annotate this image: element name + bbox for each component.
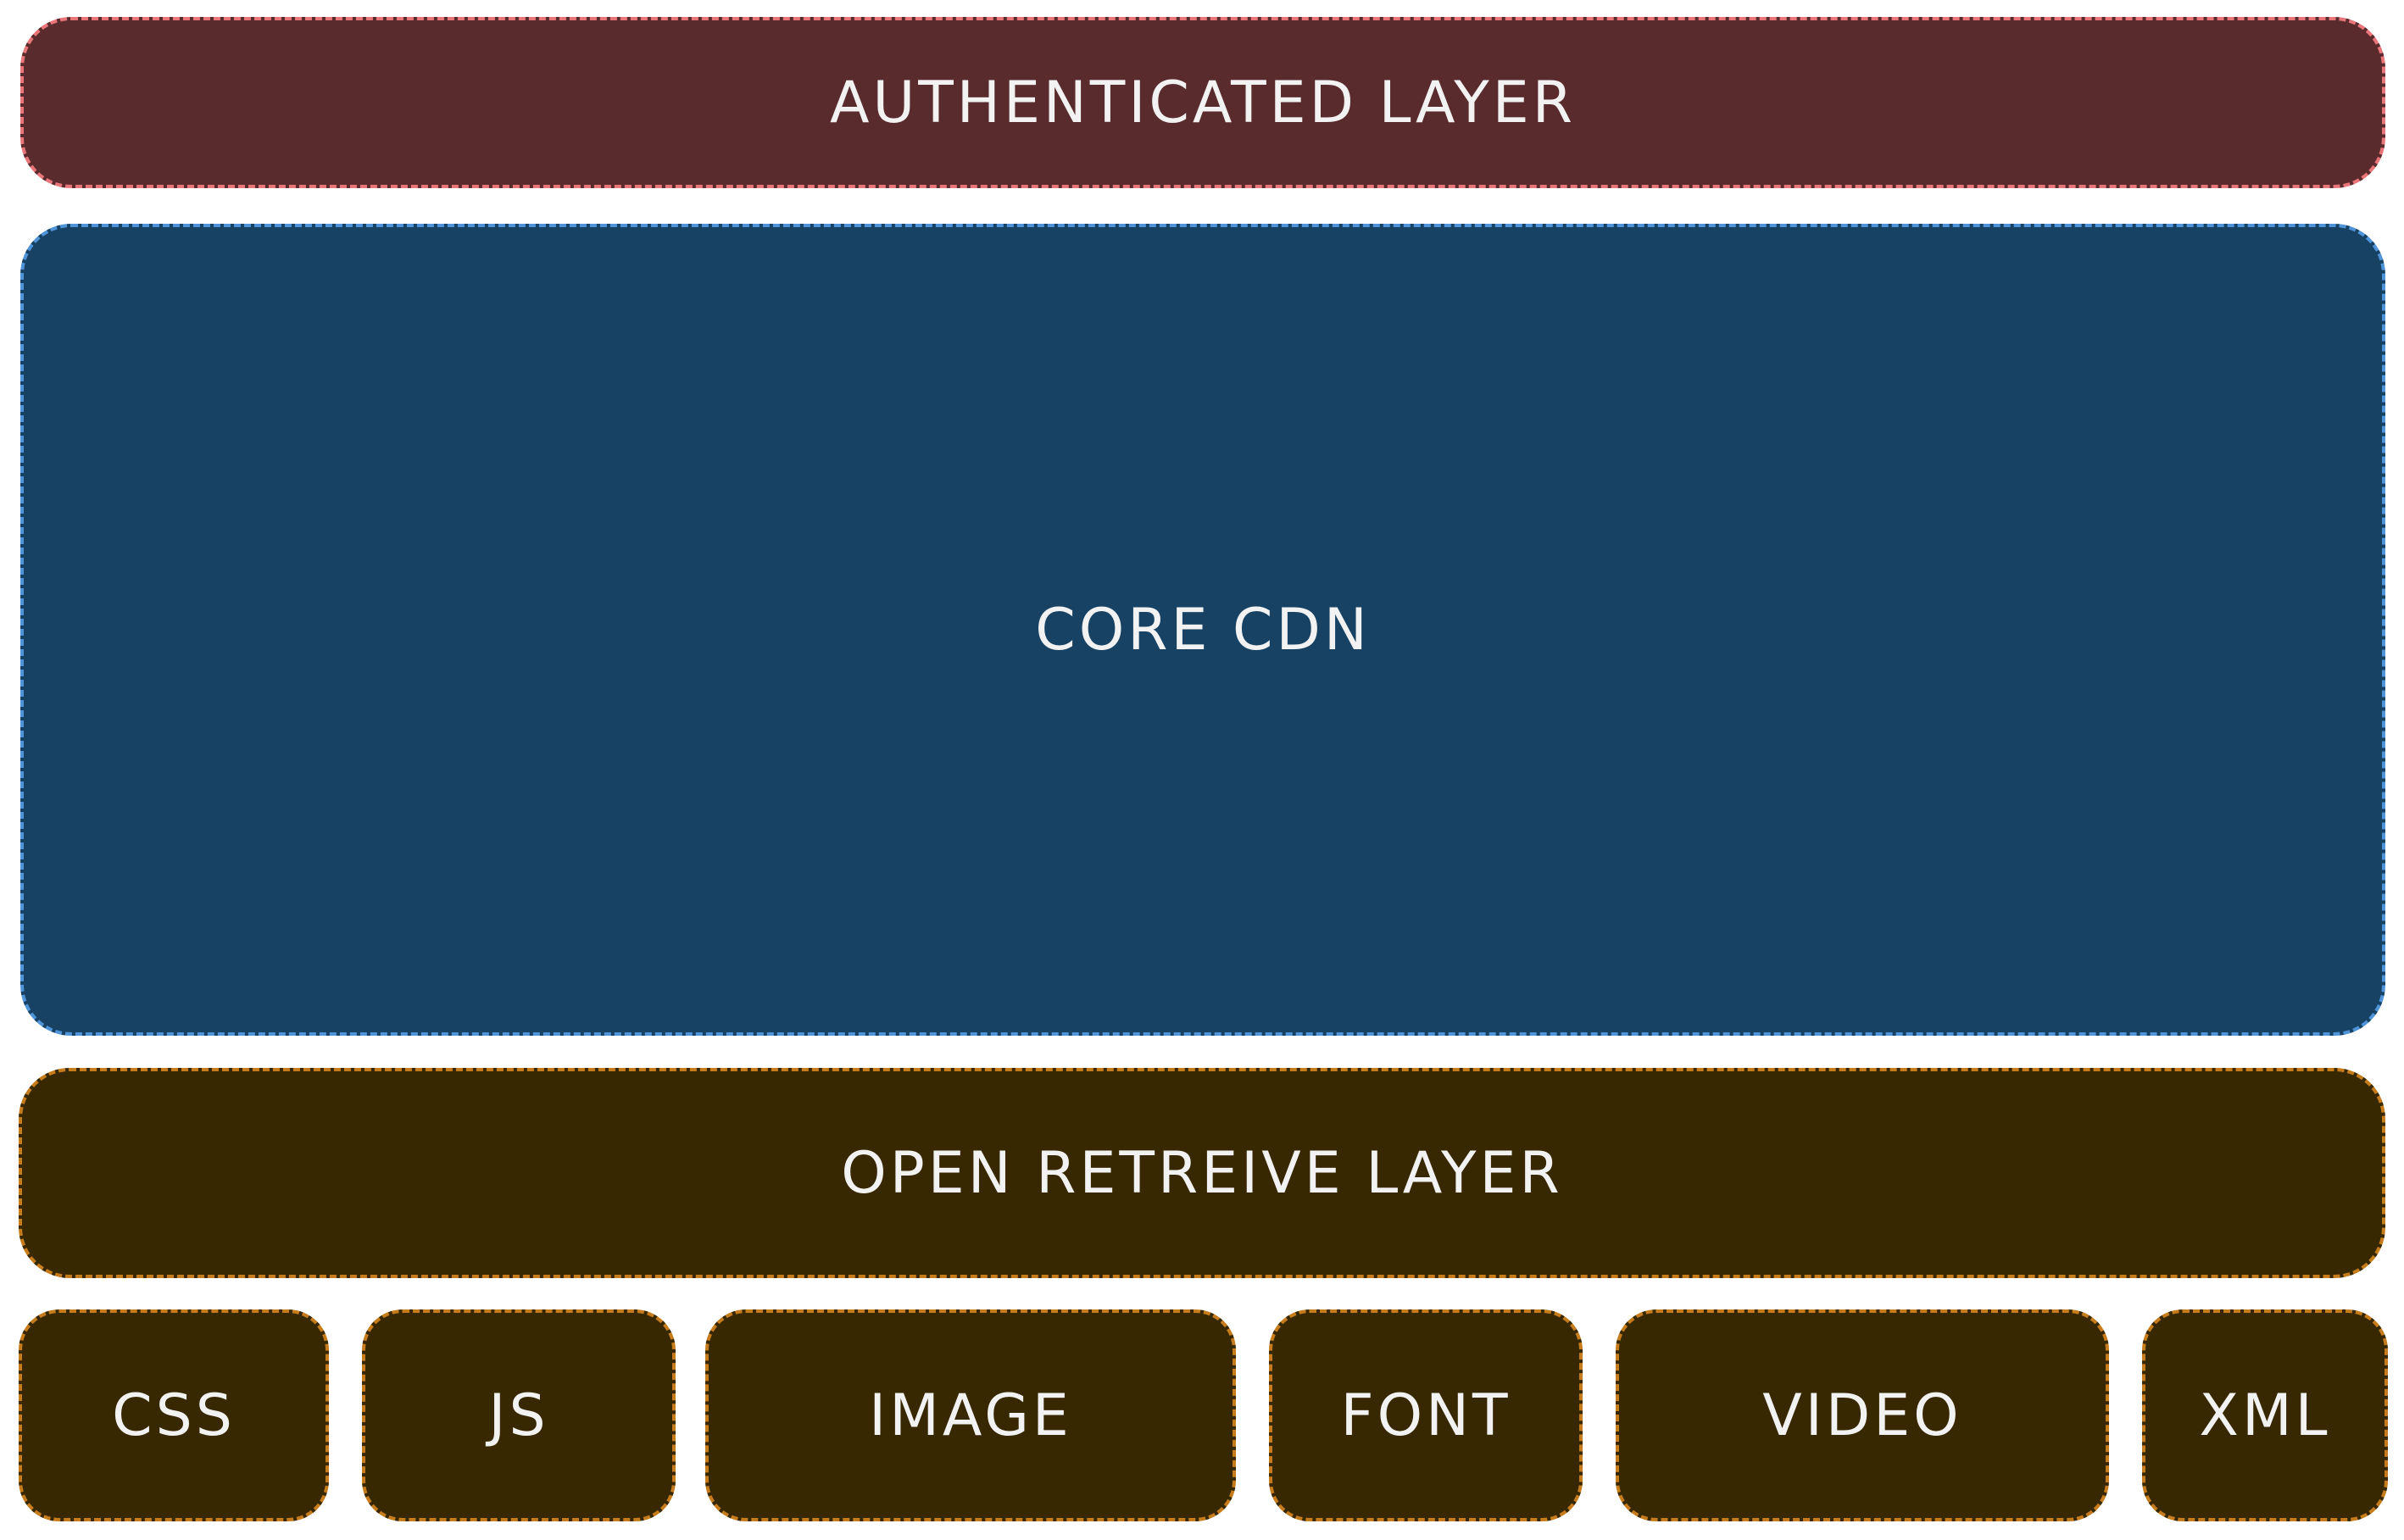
asset-type-font-label: FONT <box>1340 1382 1511 1449</box>
open-retreive-layer-box: OPEN RETREIVE LAYER <box>19 1068 2385 1278</box>
asset-type-css-box: CSS <box>19 1309 329 1521</box>
asset-type-js-box: JS <box>362 1309 676 1521</box>
core-cdn-label: CORE CDN <box>1035 596 1371 664</box>
asset-type-js-label: JS <box>488 1382 549 1449</box>
asset-type-video-label: VIDEO <box>1762 1382 1962 1449</box>
asset-type-video-box: VIDEO <box>1616 1309 2109 1521</box>
asset-type-image-box: IMAGE <box>705 1309 1236 1521</box>
asset-type-xml-box: XML <box>2142 1309 2388 1521</box>
asset-type-xml-label: XML <box>2199 1382 2331 1449</box>
asset-type-image-label: IMAGE <box>869 1382 1072 1449</box>
open-retreive-layer-label: OPEN RETREIVE LAYER <box>841 1139 1563 1207</box>
authenticated-layer-box: AUTHENTICATED LAYER <box>20 17 2385 188</box>
authenticated-layer-label: AUTHENTICATED LAYER <box>829 69 1576 136</box>
asset-type-css-label: CSS <box>112 1382 236 1449</box>
core-cdn-box: CORE CDN <box>20 224 2385 1036</box>
asset-type-font-box: FONT <box>1269 1309 1583 1521</box>
